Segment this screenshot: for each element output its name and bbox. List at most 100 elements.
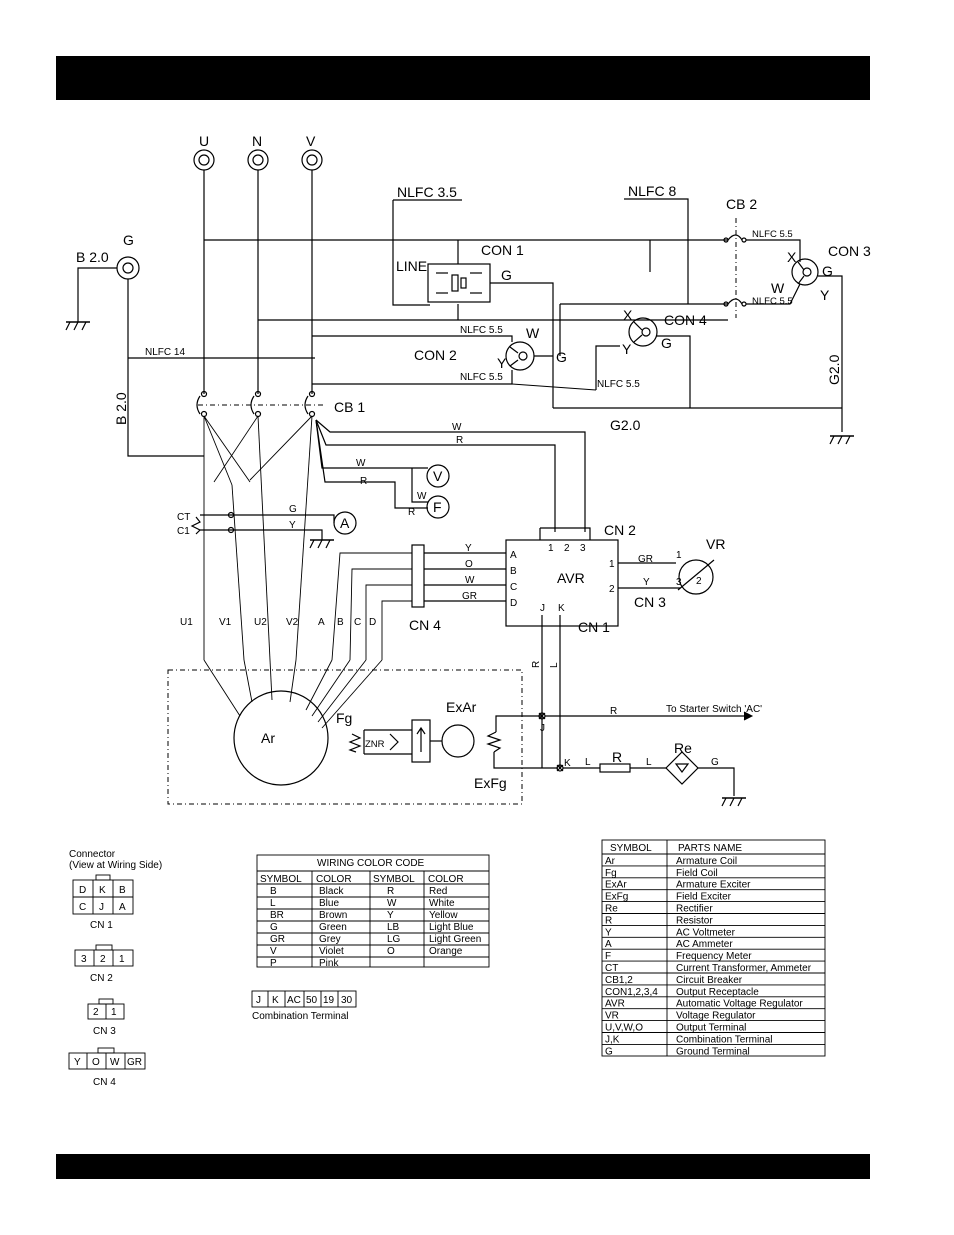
- parts-symbol-cell: Fg: [605, 868, 617, 879]
- wire-w-freq: W: [417, 491, 427, 502]
- color-code-cell: Brown: [319, 910, 347, 921]
- color-code-header-color-1: COLOR: [316, 874, 352, 885]
- comb-cell-50: 50: [306, 995, 318, 1006]
- wire-r-voltmeter: R: [360, 476, 367, 487]
- con2-label: CON 2: [414, 347, 457, 363]
- wire-nlfc14-label: NLFC 14: [145, 347, 185, 358]
- frequency-meter: F: [426, 495, 450, 519]
- con4-x-label: X: [623, 307, 633, 323]
- parts-name-cell: Field Coil: [676, 868, 718, 879]
- comb-cell-j: J: [256, 995, 261, 1006]
- g20-vertical-label: G2.0: [826, 354, 842, 385]
- exar-label: ExAr: [446, 699, 477, 715]
- wire-w-voltmeter: W: [356, 458, 366, 469]
- parts-symbol-cell: CB1,2: [605, 975, 633, 986]
- color-code-cell: V: [270, 946, 277, 957]
- starter-switch-label: To Starter Switch 'AC': [666, 704, 762, 715]
- color-code-cell: O: [387, 946, 395, 957]
- color-code-cell: P: [270, 958, 277, 969]
- cb2-nlfc55-bottom: NLFC 5.5: [752, 296, 793, 307]
- junction-j-label: J: [540, 723, 545, 734]
- rectifier: [665, 751, 699, 785]
- parts-name-cell: Voltage Regulator: [676, 1011, 756, 1022]
- color-code-cell: Black: [319, 886, 344, 897]
- con2-w-label: W: [526, 325, 540, 341]
- terminal-g-label: G: [123, 232, 134, 248]
- con3-g-label: G: [822, 263, 833, 279]
- rectifier-label: Re: [674, 740, 692, 756]
- comb-cell-k: K: [272, 995, 279, 1006]
- parts-symbol-cell: F: [605, 951, 611, 962]
- generator-boundary: [167, 669, 523, 805]
- cn2-pin-1: 1: [548, 543, 554, 554]
- parts-symbol-cell: ExFg: [605, 892, 628, 903]
- ammeter-label: A: [340, 515, 350, 531]
- ar-label: Ar: [261, 730, 275, 746]
- cn4-legend-label: CN 4: [93, 1077, 116, 1088]
- parts-name-cell: Frequency Meter: [676, 951, 752, 962]
- footer-bar: [56, 1154, 870, 1179]
- color-code-cell: Orange: [429, 946, 463, 957]
- parts-symbol-cell: U,V,W,O: [605, 1023, 643, 1034]
- lead-u1: U1: [180, 617, 193, 628]
- comb-terminal-label: Combination Terminal: [252, 1011, 349, 1022]
- cn4-wire-w: W: [465, 575, 475, 586]
- cn1-cell-b: B: [119, 885, 126, 896]
- parts-name-cell: Rectifier: [676, 904, 713, 915]
- voltage-regulator: [677, 559, 715, 595]
- con2-g-label: G: [556, 349, 567, 365]
- color-code-cell: Green: [319, 922, 347, 933]
- cn4-cell-y: Y: [74, 1057, 81, 1068]
- voltmeter-label: V: [433, 468, 443, 484]
- cn1-connector-legend: D K B C J A CN 1: [72, 874, 134, 931]
- lead-u2: U2: [254, 617, 267, 628]
- avr-cn1-label: CN 1: [578, 619, 610, 635]
- junction-k-label: K: [564, 758, 571, 769]
- wire-r-starter: R: [610, 706, 617, 717]
- con3-w-label: W: [771, 280, 785, 296]
- avr-input-b: B: [510, 566, 517, 577]
- avr-box: [505, 539, 619, 627]
- color-code-cell: GR: [270, 934, 285, 945]
- wire-b20-vertical-label: B 2.0: [113, 392, 129, 425]
- voltmeter: V: [426, 464, 450, 488]
- cn1-cell-j: J: [99, 902, 104, 913]
- color-code-cell: Grey: [319, 934, 341, 945]
- output-terminal-u: U: [193, 133, 215, 171]
- parts-symbol-cell: G: [605, 1046, 613, 1057]
- color-code-cell: R: [387, 886, 394, 897]
- parts-symbol-cell: AVR: [605, 999, 625, 1010]
- con2-nlfc55-top: NLFC 5.5: [460, 325, 503, 336]
- color-code-header-color-2: COLOR: [428, 874, 464, 885]
- combination-terminal: J K AC 50 19 30 Combination Terminal: [251, 990, 357, 1022]
- ground-terminal-g: G: [116, 232, 140, 280]
- exfg-label: ExFg: [474, 775, 507, 791]
- parts-name-cell: Output Terminal: [676, 1023, 746, 1034]
- freq-meter-label: F: [433, 499, 442, 515]
- parts-header-symbol: SYMBOL: [610, 843, 652, 854]
- cn2-legend-label: CN 2: [90, 973, 113, 984]
- wire-r-cn2: R: [456, 435, 463, 446]
- resistor-label: R: [612, 749, 622, 765]
- comb-cell-19: 19: [323, 995, 335, 1006]
- cn2-pin-2: 2: [564, 543, 570, 554]
- color-code-cell: B: [270, 886, 277, 897]
- color-code-cell: BR: [270, 910, 284, 921]
- color-code-cell: G: [270, 922, 278, 933]
- color-code-cell: White: [429, 898, 455, 909]
- cn4-connector-legend: Y O W GR CN 4: [68, 1047, 146, 1088]
- color-code-title: WIRING COLOR CODE: [317, 858, 425, 869]
- cb1-label: CB 1: [334, 399, 365, 415]
- lead-v2: V2: [286, 617, 299, 628]
- terminal-v-label: V: [306, 133, 316, 149]
- con3-label: CON 3: [828, 243, 871, 259]
- g20-label: G2.0: [610, 417, 641, 433]
- parts-name-cell: Circuit Breaker: [676, 975, 743, 986]
- con2-receptacle: [505, 341, 535, 371]
- connector-legend-title: Connector: [69, 849, 116, 860]
- cn2-cell-1: 1: [119, 954, 125, 965]
- znr-label: ZNR: [365, 739, 385, 750]
- c1-label: C1: [177, 526, 190, 537]
- cn4-wire-gr: GR: [462, 591, 477, 602]
- parts-name-cell: AC Voltmeter: [676, 927, 736, 938]
